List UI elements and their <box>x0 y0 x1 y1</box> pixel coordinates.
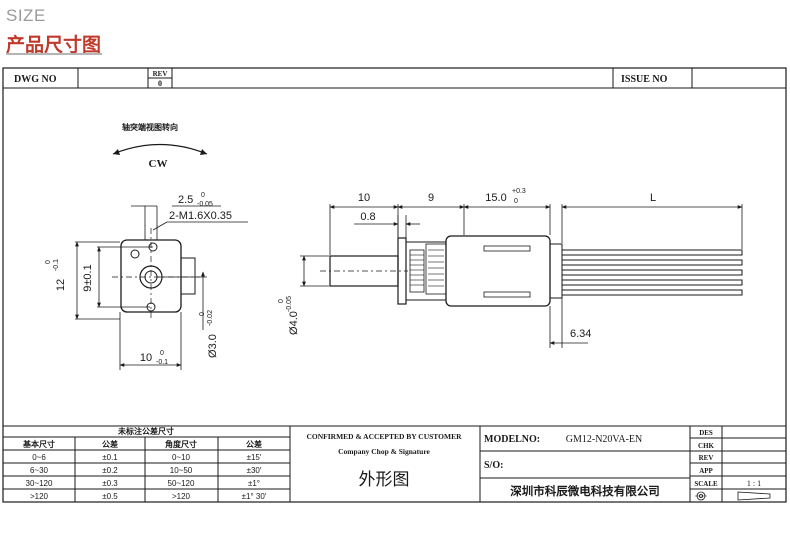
drawing-name: 外形图 <box>359 470 410 489</box>
motor-slot-bottom <box>483 291 531 298</box>
dim-shaft-tol-upper: 0 <box>199 312 206 316</box>
tolerance-cell: ±0.5 <box>102 492 118 501</box>
rotation-direction: CW <box>149 158 168 170</box>
dim-hole-offset: 2.5 <box>178 194 193 206</box>
tolerance-header: 基本尺寸 <box>22 439 55 449</box>
tolerance-cell: ±0.1 <box>102 453 118 462</box>
dim-motor-tol-upper: +0.3 <box>512 188 526 195</box>
dim-shaft: Ø3.0 <box>207 334 219 358</box>
top-title-block: DWG NO REV 0 ISSUE NO <box>3 68 786 89</box>
dim-wire-length: L <box>650 192 656 204</box>
company-name: 深圳市科辰微电科技有限公司 <box>510 484 660 498</box>
heading-underline <box>6 53 102 55</box>
mount-hole-left <box>130 249 140 259</box>
tolerance-table: 基本尺寸 公差 角度尺寸 公差 0~6 ±0.1 0~10 ±15′ 6~30 … <box>22 439 267 501</box>
tolerance-cell: ±1° <box>248 479 260 488</box>
dim-screw-spec: 2-M1.6X0.35 <box>169 210 232 222</box>
issue-no-label: ISSUE NO <box>621 74 668 85</box>
dim-motor-tol-lower: 0 <box>514 198 518 205</box>
tolerance-cell: 10~50 <box>170 466 193 475</box>
tolerance-cell: ±1° 30′ <box>242 492 267 501</box>
dim-motor-length: 15.0 <box>485 192 506 204</box>
tolerance-cell: 30~120 <box>26 479 53 488</box>
dim-height-tol-upper: 0 <box>45 260 52 264</box>
model-no-value: GM12-N20VA-EN <box>566 434 642 445</box>
tolerance-header: 公差 <box>102 439 118 449</box>
dim-width: 10 <box>140 352 152 364</box>
chop-signature-label: Company Chop & Signature <box>338 447 430 456</box>
dim-shaft-tol-lower: -0.02 <box>207 310 214 326</box>
tolerance-cell: >120 <box>30 492 49 501</box>
motor-side-stub <box>180 257 196 295</box>
dim-shaft-dia: Ø4.0 <box>288 311 300 335</box>
dwg-no-label: DWG NO <box>14 74 57 85</box>
dim-height-tol-lower: -0.1 <box>53 259 60 271</box>
tolerance-header: 公差 <box>246 439 262 449</box>
rev-label: REV <box>153 70 168 78</box>
tolerance-cell: 6~30 <box>30 466 49 475</box>
tolerance-cell: 0~10 <box>172 453 191 462</box>
app-label: APP <box>699 467 713 475</box>
rotation-arrow-icon <box>113 149 120 155</box>
motor-can <box>445 235 551 307</box>
tolerance-cell: 50~120 <box>168 479 195 488</box>
rev-block-label: REV <box>699 454 714 462</box>
side-view <box>300 204 743 348</box>
scale-value: 1 : 1 <box>747 479 761 488</box>
sheet-border <box>2 67 787 503</box>
wire-bundle <box>561 249 743 296</box>
confirm-label: CONFIRMED & ACCEPTED BY CUSTOMER <box>306 432 462 441</box>
tolerance-cell: 0~6 <box>32 453 46 462</box>
dim-height: 12 <box>55 279 67 291</box>
rev-value: 0 <box>158 79 162 88</box>
dim-gear-length: 9 <box>428 192 434 204</box>
des-label: DES <box>699 429 713 437</box>
tolerance-header: 角度尺寸 <box>165 439 197 449</box>
bottom-title-block <box>3 425 786 502</box>
tolerance-cell: ±0.2 <box>102 466 118 475</box>
end-cap <box>549 243 563 299</box>
dim-end-cap: 6.34 <box>570 328 591 340</box>
section-heading: 产品尺寸图 <box>6 35 102 56</box>
tolerance-cell: ±0.3 <box>102 479 118 488</box>
scale-label: SCALE <box>694 480 718 488</box>
motor-slot-top <box>483 245 531 252</box>
rotation-indicator: 轴突端视图转向 CW <box>112 122 208 170</box>
rotation-caption: 轴突端视图转向 <box>122 122 178 132</box>
tolerance-cell: >120 <box>172 492 191 501</box>
model-no-label: MODELNO: <box>484 434 540 445</box>
dim-hole-offset-tol-lower: -0.05 <box>197 201 213 208</box>
front-view <box>75 205 248 370</box>
rotation-arrow-end-icon <box>200 149 207 155</box>
tolerance-cell: ±15′ <box>247 453 262 462</box>
dim-width-tol-lower: -0.1 <box>156 359 168 366</box>
rotation-arc <box>112 143 208 155</box>
tolerance-cell: ±30′ <box>247 466 262 475</box>
dim-flange: 0.8 <box>360 211 375 223</box>
dim-shaft-dia-tol-lower: -0.05 <box>286 296 293 312</box>
size-label: SIZE <box>6 6 46 25</box>
dim-hole-pitch: 9±0.1 <box>82 264 94 291</box>
dim-hole-offset-tol-upper: 0 <box>201 192 205 199</box>
projection-symbol-icon <box>695 491 771 501</box>
dim-shaft-length: 10 <box>358 192 370 204</box>
so-label: S/O: <box>484 460 503 471</box>
dim-width-tol-upper: 0 <box>160 350 164 357</box>
chk-label: CHK <box>698 442 715 450</box>
dim-shaft-dia-tol-upper: 0 <box>278 299 285 303</box>
tolerance-table-title: 未标注公差尺寸 <box>117 426 174 436</box>
